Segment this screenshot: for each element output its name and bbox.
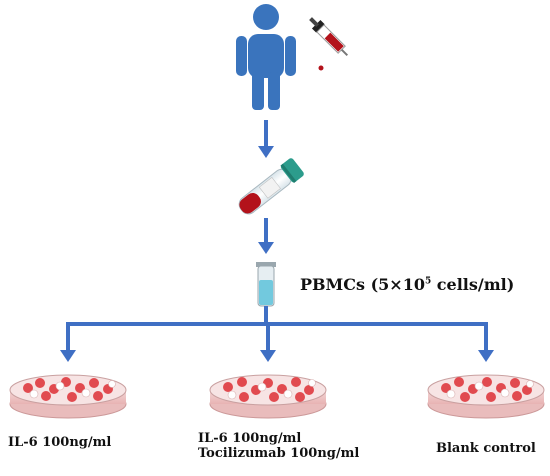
group-label-il6: IL-6 100ng/ml: [8, 435, 112, 451]
group-label-line: Blank control: [436, 441, 536, 456]
petri-dish-1: [9, 374, 127, 419]
pbmc-label: PBMCs (5×105 cells/ml): [300, 275, 515, 294]
branch-arrows: [60, 306, 494, 362]
group-label-il6-tocilizumab: IL-6 100ng/ml Tocilizumab 100ng/ml: [198, 431, 360, 462]
blood-tube-icon: [238, 158, 304, 215]
arrow-person-to-tube: [258, 120, 274, 158]
group-label-line: IL-6 100ng/ml: [198, 431, 302, 446]
person-icon: [236, 4, 296, 110]
group-label-line: Tocilizumab 100ng/ml: [198, 445, 360, 461]
group-label-blank-control: Blank control: [436, 441, 536, 457]
blood-drop-icon: [318, 65, 324, 71]
arrow-tube-to-pbmc: [258, 218, 274, 254]
petri-dish-3: [427, 374, 545, 419]
pbmc-label-prefix: PBMCs (5×10: [300, 275, 425, 294]
pbmc-tube-icon: [256, 262, 276, 307]
syringe-icon: [309, 17, 349, 57]
pbmc-label-exponent: 5: [424, 276, 432, 287]
pbmc-label-suffix: cells/ml): [431, 275, 515, 294]
group-label-line: IL-6 100ng/ml: [8, 435, 112, 450]
petri-dish-2: [209, 374, 327, 419]
